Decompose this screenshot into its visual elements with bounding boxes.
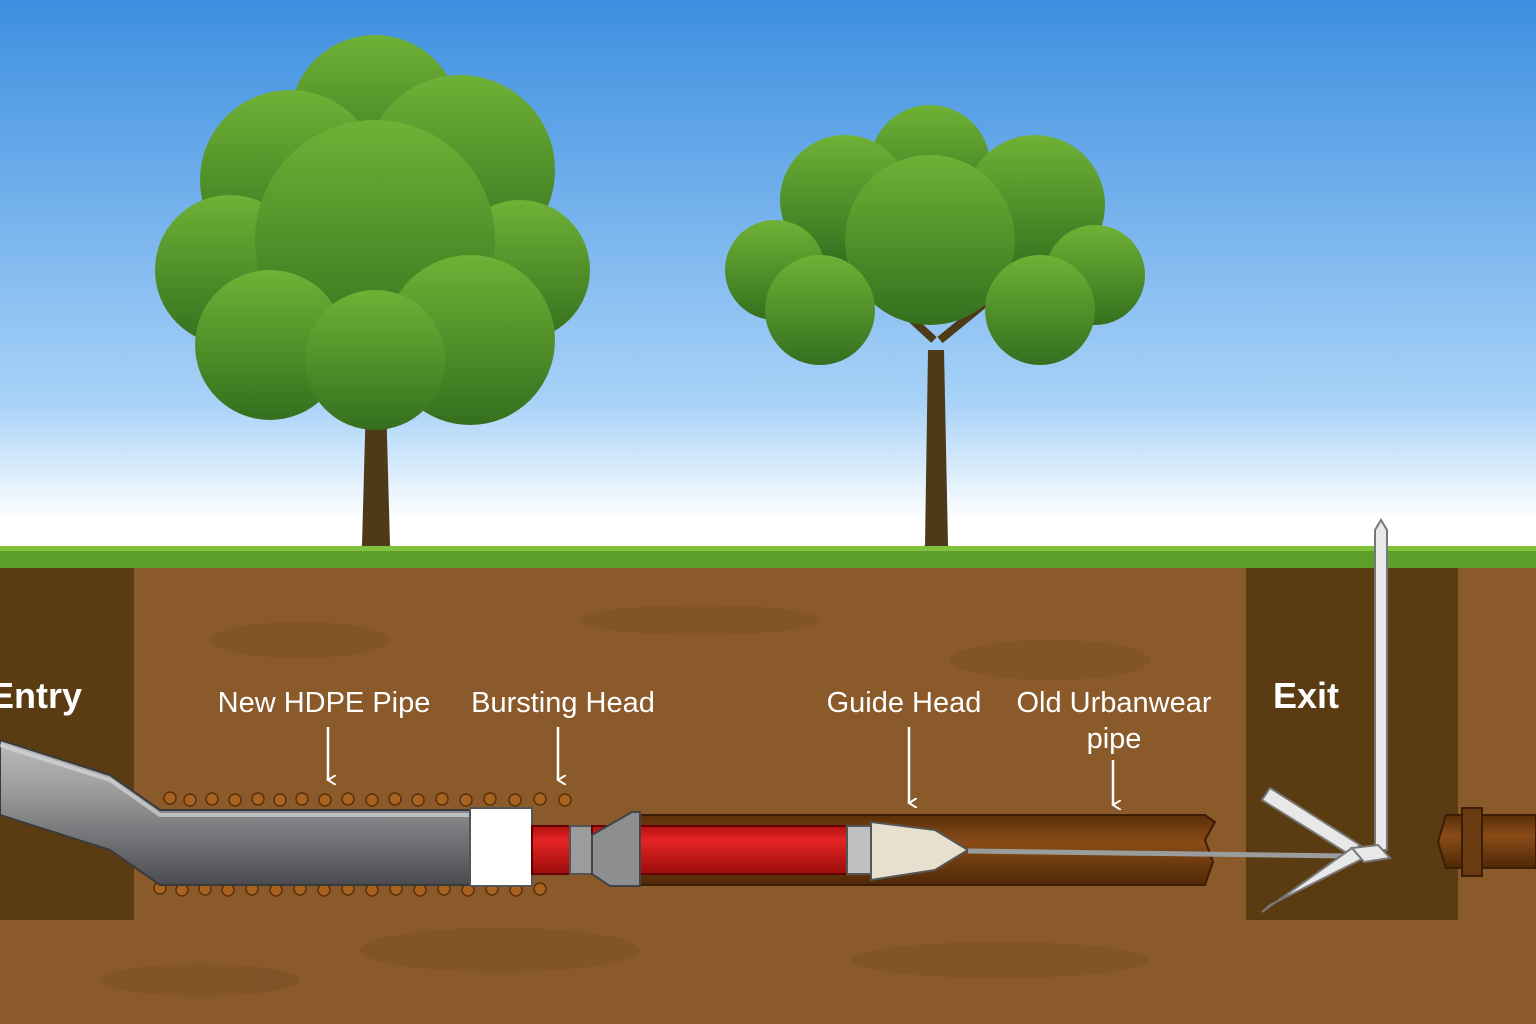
guide-head	[870, 820, 970, 882]
pulling-frame	[1260, 518, 1393, 913]
tree-left	[155, 35, 590, 565]
tree-right	[725, 105, 1145, 565]
label-old-pipe-line2: pipe	[1087, 723, 1142, 755]
entry-pit	[0, 568, 134, 920]
bursting-head	[469, 807, 872, 887]
label-exit: Exit	[1273, 675, 1339, 716]
label-bursting-head: Bursting Head	[471, 687, 655, 719]
grass	[0, 546, 1536, 568]
label-arrows	[328, 727, 1113, 805]
label-new-hdpe-pipe: New HDPE Pipe	[218, 687, 431, 719]
label-entry: Entry	[0, 675, 82, 716]
guide-rod	[967, 848, 1349, 859]
label-old-pipe-line1: Old Urbanwear	[1016, 687, 1211, 719]
exit-pit	[1246, 568, 1458, 920]
old-pipe-continuation	[1436, 807, 1536, 877]
label-guide-head: Guide Head	[827, 687, 982, 719]
